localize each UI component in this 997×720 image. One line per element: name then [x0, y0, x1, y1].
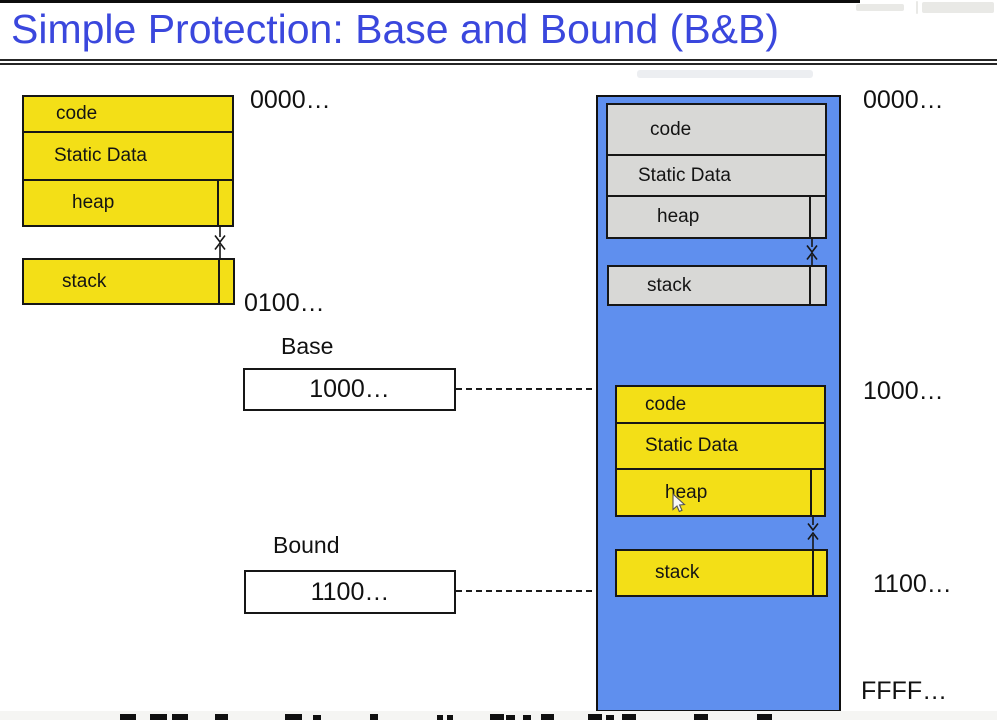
left-address-bottom: 0100…: [244, 289, 325, 317]
base-pointer-arrow: [456, 388, 602, 390]
gray-stack-label: stack: [647, 274, 692, 296]
left-code-label: code: [56, 103, 98, 124]
bound-register-box: 1100…: [244, 570, 456, 614]
base-register-value: 1000…: [309, 375, 390, 403]
heap-free-space-divider: [217, 180, 219, 226]
slide-title: Simple Protection: Base and Bound (B&B): [11, 6, 780, 52]
left-address-top: 0000…: [250, 86, 331, 114]
mapped-heap-free-space-divider: [810, 469, 812, 516]
memory-address-bottom: FFFF…: [861, 677, 948, 705]
gray-stack-free-space-divider: [809, 266, 811, 305]
mapped-static-data-segment: Static Data: [615, 422, 826, 470]
mapped-stack-label: stack: [655, 562, 700, 583]
gray-heap-free-space-divider: [809, 196, 811, 238]
watermark-artifact: [922, 2, 994, 13]
bound-register-label: Bound: [273, 532, 340, 558]
memory-address-base: 1000…: [863, 377, 944, 405]
gray-stack-segment: stack: [607, 265, 827, 306]
left-heap-label: heap: [72, 192, 115, 213]
base-register-box: 1000…: [243, 368, 456, 411]
title-underline: [0, 59, 997, 61]
left-stack-segment: stack: [22, 258, 235, 305]
base-register-label: Base: [281, 333, 334, 359]
gray-heap-label: heap: [657, 206, 700, 227]
bound-pointer-arrow: [456, 590, 602, 592]
memory-address-top: 0000…: [863, 86, 944, 114]
mapped-stack-free-space-divider: [812, 550, 814, 596]
mouse-cursor: [672, 493, 686, 513]
gray-code-segment: code: [606, 103, 827, 156]
mapped-code-label: code: [645, 393, 687, 415]
stack-free-space-divider: [218, 259, 220, 304]
title-underline-2: [0, 63, 997, 65]
stack-grow-arrow-up: [214, 242, 226, 259]
left-stack-label: stack: [62, 270, 107, 292]
top-border-line: [0, 0, 860, 3]
mapped-static-data-label: Static Data: [645, 435, 738, 456]
gray-code-label: code: [650, 118, 692, 140]
mapped-heap-label: heap: [665, 481, 708, 503]
mapped-stack-grow-arrow-up: [807, 532, 819, 550]
watermark-artifact: [916, 1, 918, 14]
left-static-data-label: Static Data: [54, 145, 147, 166]
bound-register-value: 1100…: [310, 577, 390, 606]
compression-ghost-artifact: [637, 70, 813, 78]
mapped-heap-segment: heap: [615, 468, 826, 517]
gray-static-data-segment: Static Data: [606, 154, 827, 197]
heap-grow-arrow-down: [214, 226, 226, 243]
left-heap-segment: heap: [22, 179, 234, 227]
mapped-stack-segment: stack: [615, 549, 828, 597]
mapped-heap-grow-arrow-down: [807, 516, 819, 531]
gray-heap-segment: heap: [606, 195, 827, 239]
left-code-segment: code: [22, 95, 234, 133]
watermark-artifact: [856, 4, 904, 11]
left-static-data-segment: Static Data: [22, 131, 234, 181]
memory-address-bound: 1100…: [873, 570, 952, 598]
mapped-code-segment: code: [615, 385, 826, 424]
gray-heap-grow-arrow-down: [806, 238, 818, 253]
gray-static-data-label: Static Data: [638, 164, 731, 186]
